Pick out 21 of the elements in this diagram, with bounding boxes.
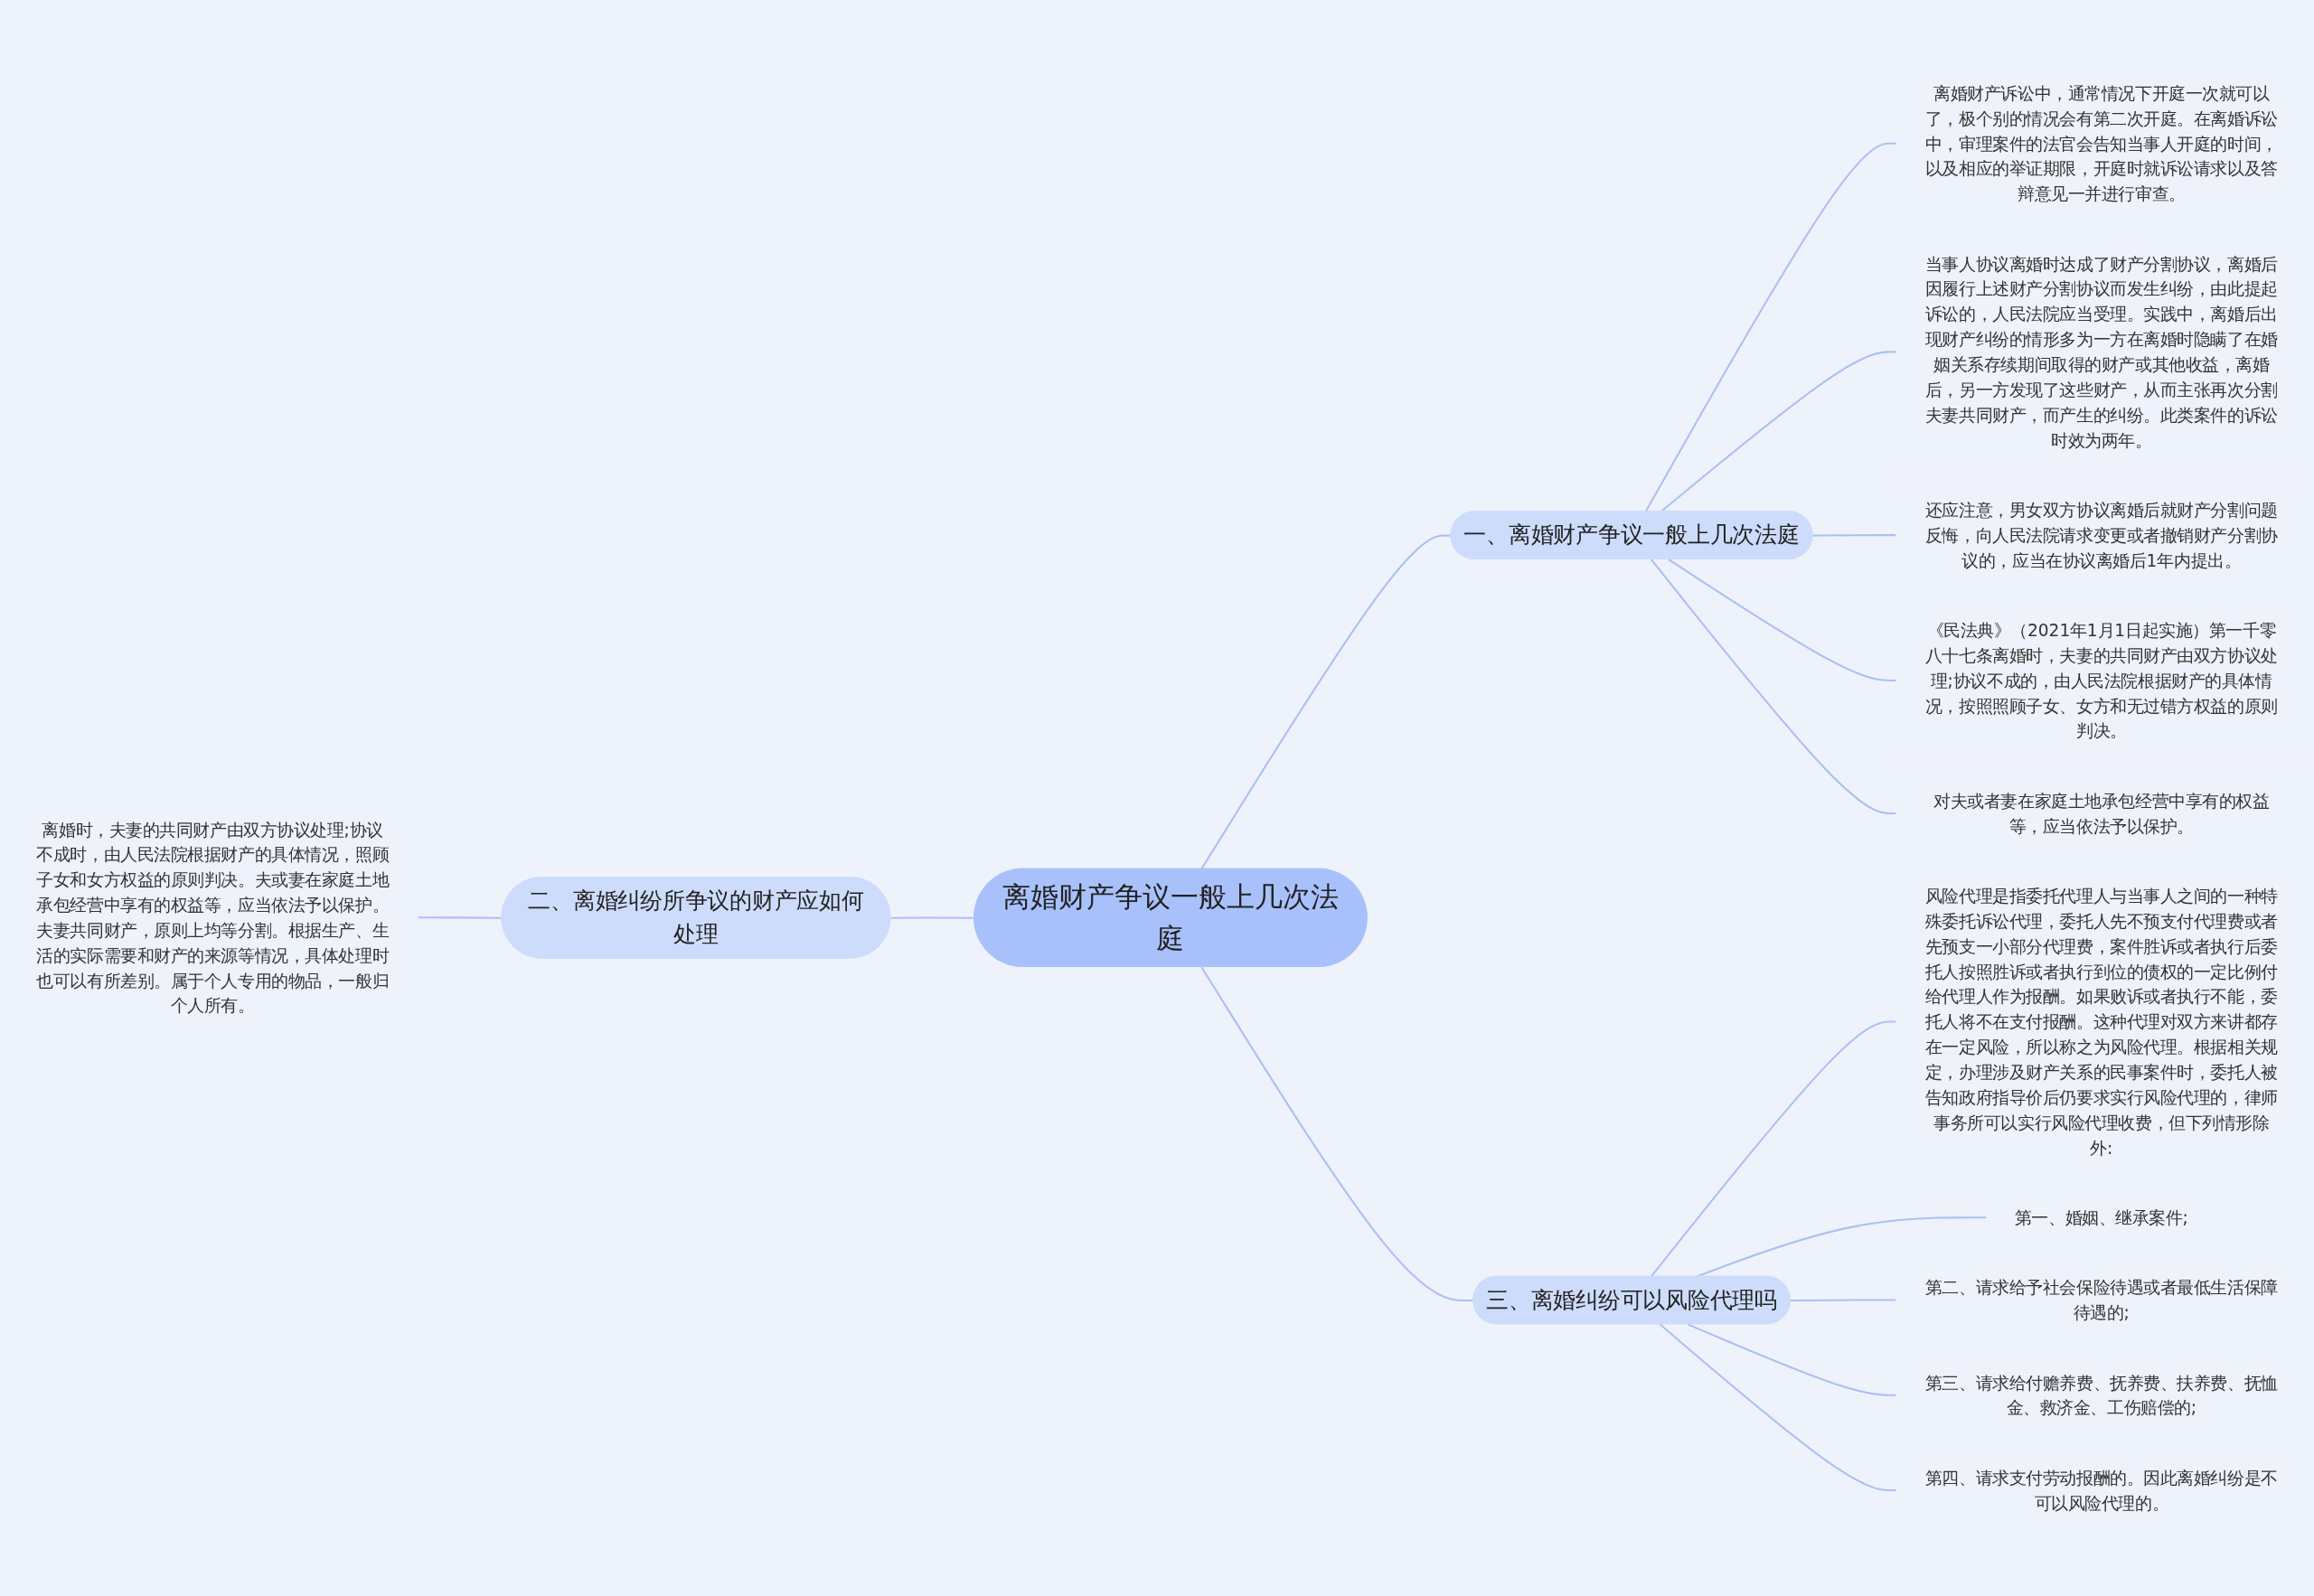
node-text: 离婚财产诉讼中，通常情况下开庭一次就可以了，极个别的情况会有第二次开庭。在离婚诉讼中，审理案件的法官会告知当事人开庭的时间，以及相应的举证期限，开庭时就诉讼请求以及答辩意见一并进行审查。 xyxy=(1924,83,2278,204)
node-text: 第二、请求给予社会保险待遇或者最低生活保障待遇的; xyxy=(1924,1277,2278,1323)
connector xyxy=(1696,1216,1987,1278)
node-text: 还应注意，男女双方协议离婚后就财产分割问题反悔，向人民法院请求变更或者撤销财产分割协议的，应当在协议离婚后1年内提出。 xyxy=(1924,500,2278,570)
node-text: 当事人协议离婚时达成了财产分割协议，离婚后因履行上述财产分割协议而发生纠纷，由此提起诉讼的，人民法院应当受理。实践中，离婚后出现财产纠纷的情形多为一方在离婚时隐瞒了在婚姻关系存续期间取得的财产或其他收益，离婚后，另一方发现了这些财产，从而主张再次分割夫妻共同财产，而产生的纠纷。此类案件的诉讼时效为两年。 xyxy=(1924,254,2278,450)
node-text: 《民法典》（2021年1月1日起实施）第一千零八十七条离婚时，夫妻的共同财产由双方协议处理;协议不成的，由人民法院根据财产的具体情况，按照照顾子女、女方和无过错方权益的原则判决。 xyxy=(1924,620,2278,741)
connector xyxy=(1650,559,1896,815)
node-text: 第三、请求给付赡养费、抚养费、扶养费、抚恤金、救济金、工伤赔偿的; xyxy=(1924,1372,2278,1418)
node-text: 离婚时，夫妻的共同财产由双方协议处理;协议不成时，由人民法院根据财产的具体情况，照顾子女和女方权益的原则判决。夫或妻在家庭土地承包经营中享有的权益等，应当依法予以保护。夫妻共同财产，原则上均等分割。根据生产、生活的实际需要和财产的来源等情况，具体处理时也可以有所差别。属于个人专用的物品，一般归个人所有。 xyxy=(36,819,390,1016)
connector xyxy=(1687,1323,1896,1396)
connector xyxy=(1200,534,1452,870)
connector xyxy=(1650,1020,1896,1278)
connector xyxy=(1668,559,1896,682)
connector xyxy=(1644,142,1896,512)
connector xyxy=(1659,1323,1896,1491)
connector xyxy=(1790,1299,1896,1302)
node-text: 第一、婚姻、继承案件; xyxy=(2014,1207,2188,1228)
node-text: 风险代理是指委托代理人与当事人之间的一种特殊委托诉讼代理，委托人先不预支付代理费或者先预支一小部分代理费，案件胜诉或者执行后委托人按照胜诉或者执行到位的债权的一定比例付给代理人作为报酬。如果败诉或者执行不能，委托人将不在支付报酬。这种代理对双方来讲都存在一定风险，所以称之为风险代理。根据相关规定，办理涉及财产关系的民事案件时，委托人被告知政府指导价后仍要求实行风险代理的，律师事务所可以实行风险代理收费，但下列情形除外: xyxy=(1924,886,2278,1158)
node-text: 对夫或者妻在家庭土地承包经营中享有的权益等，应当依法予以保护。 xyxy=(1933,791,2270,836)
node-text: 第四、请求支付劳动报酬的。因此离婚纠纷是不可以风险代理的。 xyxy=(1924,1468,2278,1513)
connector xyxy=(1812,534,1896,537)
